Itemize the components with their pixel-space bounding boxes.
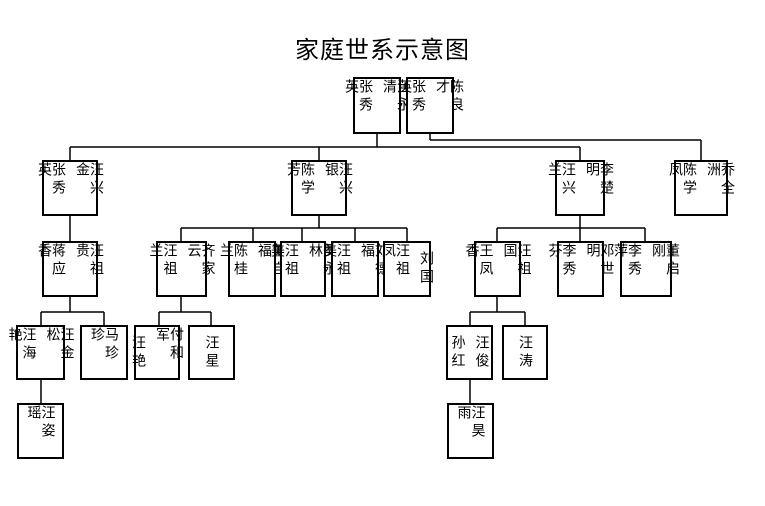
person-right: 汪姿瑶 (25, 405, 56, 441)
node-gen2-8: 邓世明 李秀芬 (547, 241, 615, 297)
node-gen3-5: 汪俊 孙红 (446, 325, 493, 380)
person-left: 乔全洲 (705, 162, 735, 198)
person-right: 汪涛 (517, 334, 533, 371)
person-left: 汪祖国 (501, 243, 532, 279)
person-right: 汪艳 (130, 334, 146, 371)
node-gen3-1: 汪金松 汪海艳 (7, 325, 75, 380)
node-gen2-1: 汪祖贵 蒋应香 (36, 241, 104, 297)
node-gen2-9: 董启刚 李秀萍 (612, 241, 680, 297)
node-gen2-3: 董自福 陈桂兰 (218, 241, 286, 297)
person-left: 汪兴金 (74, 162, 104, 198)
person-left: 汪祖贵 (74, 243, 104, 279)
person-left: 陈良才 (434, 79, 464, 115)
person-right: 汪兴兰 (546, 162, 576, 198)
person-right: 孙红 (449, 334, 466, 371)
person-left: 付和军 (154, 327, 184, 363)
person-left: 汪金松 (44, 327, 75, 363)
person-right: 张秀英 (36, 162, 66, 198)
node-gen1-3: 李楚明 汪兴兰 (546, 160, 614, 216)
person-right: 张秀英 (396, 79, 426, 115)
node-gen3-6: 汪涛 (502, 325, 548, 380)
node-gen1-2: 汪兴银 陈学芳 (285, 160, 353, 216)
person-right: 李秀萍 (612, 243, 642, 279)
person-left: 汪俊 (473, 334, 490, 371)
person-right: 李秀芬 (546, 243, 577, 279)
diagram-title: 家庭世系示意图 (295, 36, 470, 64)
person-right: 王凤香 (463, 243, 494, 279)
person-right: 张秀英 (343, 79, 373, 115)
node-gen2-7: 汪祖国 王凤香 (464, 241, 532, 297)
node-gen1-4: 乔全洲 陈学凤 (667, 160, 735, 216)
node-gen2-2: 齐家云 汪祖兰 (148, 241, 216, 297)
person-right: 马珍珍 (89, 327, 119, 363)
node-gen4-2: 汪昊雨 (447, 403, 494, 459)
person-right: 蒋应香 (36, 243, 66, 279)
node-gen3-2: 马珍珍 (80, 325, 128, 380)
person-left: 邓世明 (584, 243, 615, 279)
node-gen2-5: 刘德福 汪祖美 (321, 241, 389, 297)
node-gen3-4: 汪星 (188, 325, 235, 380)
node-gen0-right: 陈良才 张秀英 (396, 77, 464, 134)
person-left: 董启刚 (650, 243, 680, 279)
person-right: 汪祖兰 (147, 243, 178, 279)
person-right: 陈学芳 (285, 162, 315, 198)
node-gen1-1: 汪兴金 张秀英 (36, 160, 104, 216)
person-left: 李楚明 (584, 162, 614, 198)
person-left: 刘国 (418, 251, 434, 287)
node-gen2-6: 刘国 汪祖凤 (380, 241, 434, 297)
node-gen4-1: 汪姿瑶 (17, 403, 64, 459)
person-left: 汪兴银 (323, 162, 353, 198)
person-right: 陈学凤 (667, 162, 697, 198)
person-right: 汪祖美 (321, 243, 351, 279)
person-right: 汪祖凤 (380, 243, 410, 279)
node-gen3-3: 付和军 汪艳 (130, 325, 184, 380)
person-right: 汪昊雨 (455, 405, 486, 441)
person-right: 汪祖美 (269, 243, 299, 279)
person-right: 汪海艳 (6, 327, 37, 363)
person-left: 齐家云 (185, 243, 216, 279)
node-gen0-left: 汪永清 张秀英 (343, 77, 411, 134)
person-right: 陈桂兰 (218, 243, 248, 279)
node-gen2-4: 罗永林 汪祖美 (269, 241, 337, 297)
person-right: 汪星 (203, 334, 220, 371)
